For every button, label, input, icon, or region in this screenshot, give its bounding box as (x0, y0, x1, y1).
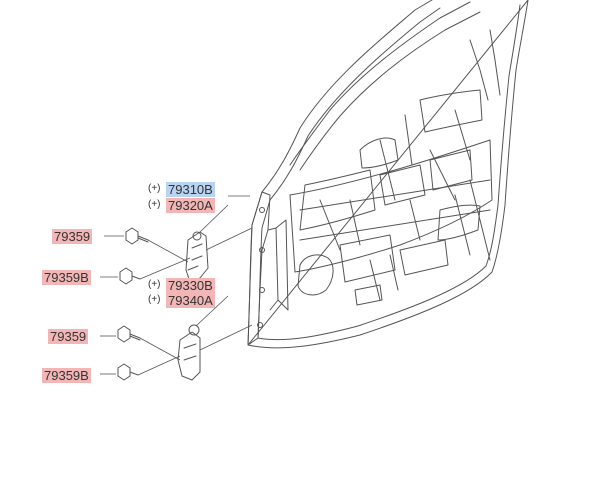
upper-hinge (185, 231, 209, 283)
bolt-upper-short (119, 267, 141, 285)
door-inner-panel (289, 89, 493, 306)
label-79310b[interactable]: 79310B (166, 182, 215, 197)
mount-hole-1 (259, 207, 265, 213)
door-panel-details (299, 109, 491, 301)
mount-hole-2 (259, 247, 265, 253)
bolt-lower-long (117, 325, 141, 343)
marker-79320a: (+) (148, 199, 161, 210)
marker-79340a: (+) (148, 294, 161, 305)
label-79359b-upper[interactable]: 79359B (42, 270, 91, 285)
marker-79310b: (+) (148, 183, 161, 194)
hinge-axis-upper-2 (139, 257, 191, 280)
upper-hinge-pin (192, 231, 202, 241)
label-79330b[interactable]: 79330B (166, 278, 215, 293)
hinge-to-door-lower (199, 324, 253, 351)
bolt-upper-long (125, 227, 149, 245)
lower-hinge (177, 331, 201, 381)
hinge-axis-lower-2 (137, 355, 181, 376)
label-79359-upper[interactable]: 79359 (52, 229, 93, 244)
label-79359b-lower[interactable]: 79359B (42, 368, 91, 383)
door-frame-inner (257, 4, 521, 341)
label-79320a[interactable]: 79320A (166, 198, 215, 213)
leader-79330b (195, 295, 229, 327)
mount-hole-3 (259, 287, 265, 293)
hinge-mount-face (247, 191, 289, 346)
hinge-to-door-upper (205, 227, 253, 251)
lower-hinge-pin (188, 324, 200, 336)
mount-hole-4 (257, 322, 263, 328)
hinge-axis-upper (147, 239, 189, 263)
marker-79330b: (+) (148, 279, 161, 290)
window-frame (289, 1, 501, 171)
hinge-axis-lower (139, 337, 181, 361)
label-79340a[interactable]: 79340A (166, 293, 215, 308)
label-79359-lower[interactable]: 79359 (48, 329, 89, 344)
leader-79310b-to-hinge (199, 204, 229, 233)
bolt-lower-short (117, 363, 139, 381)
